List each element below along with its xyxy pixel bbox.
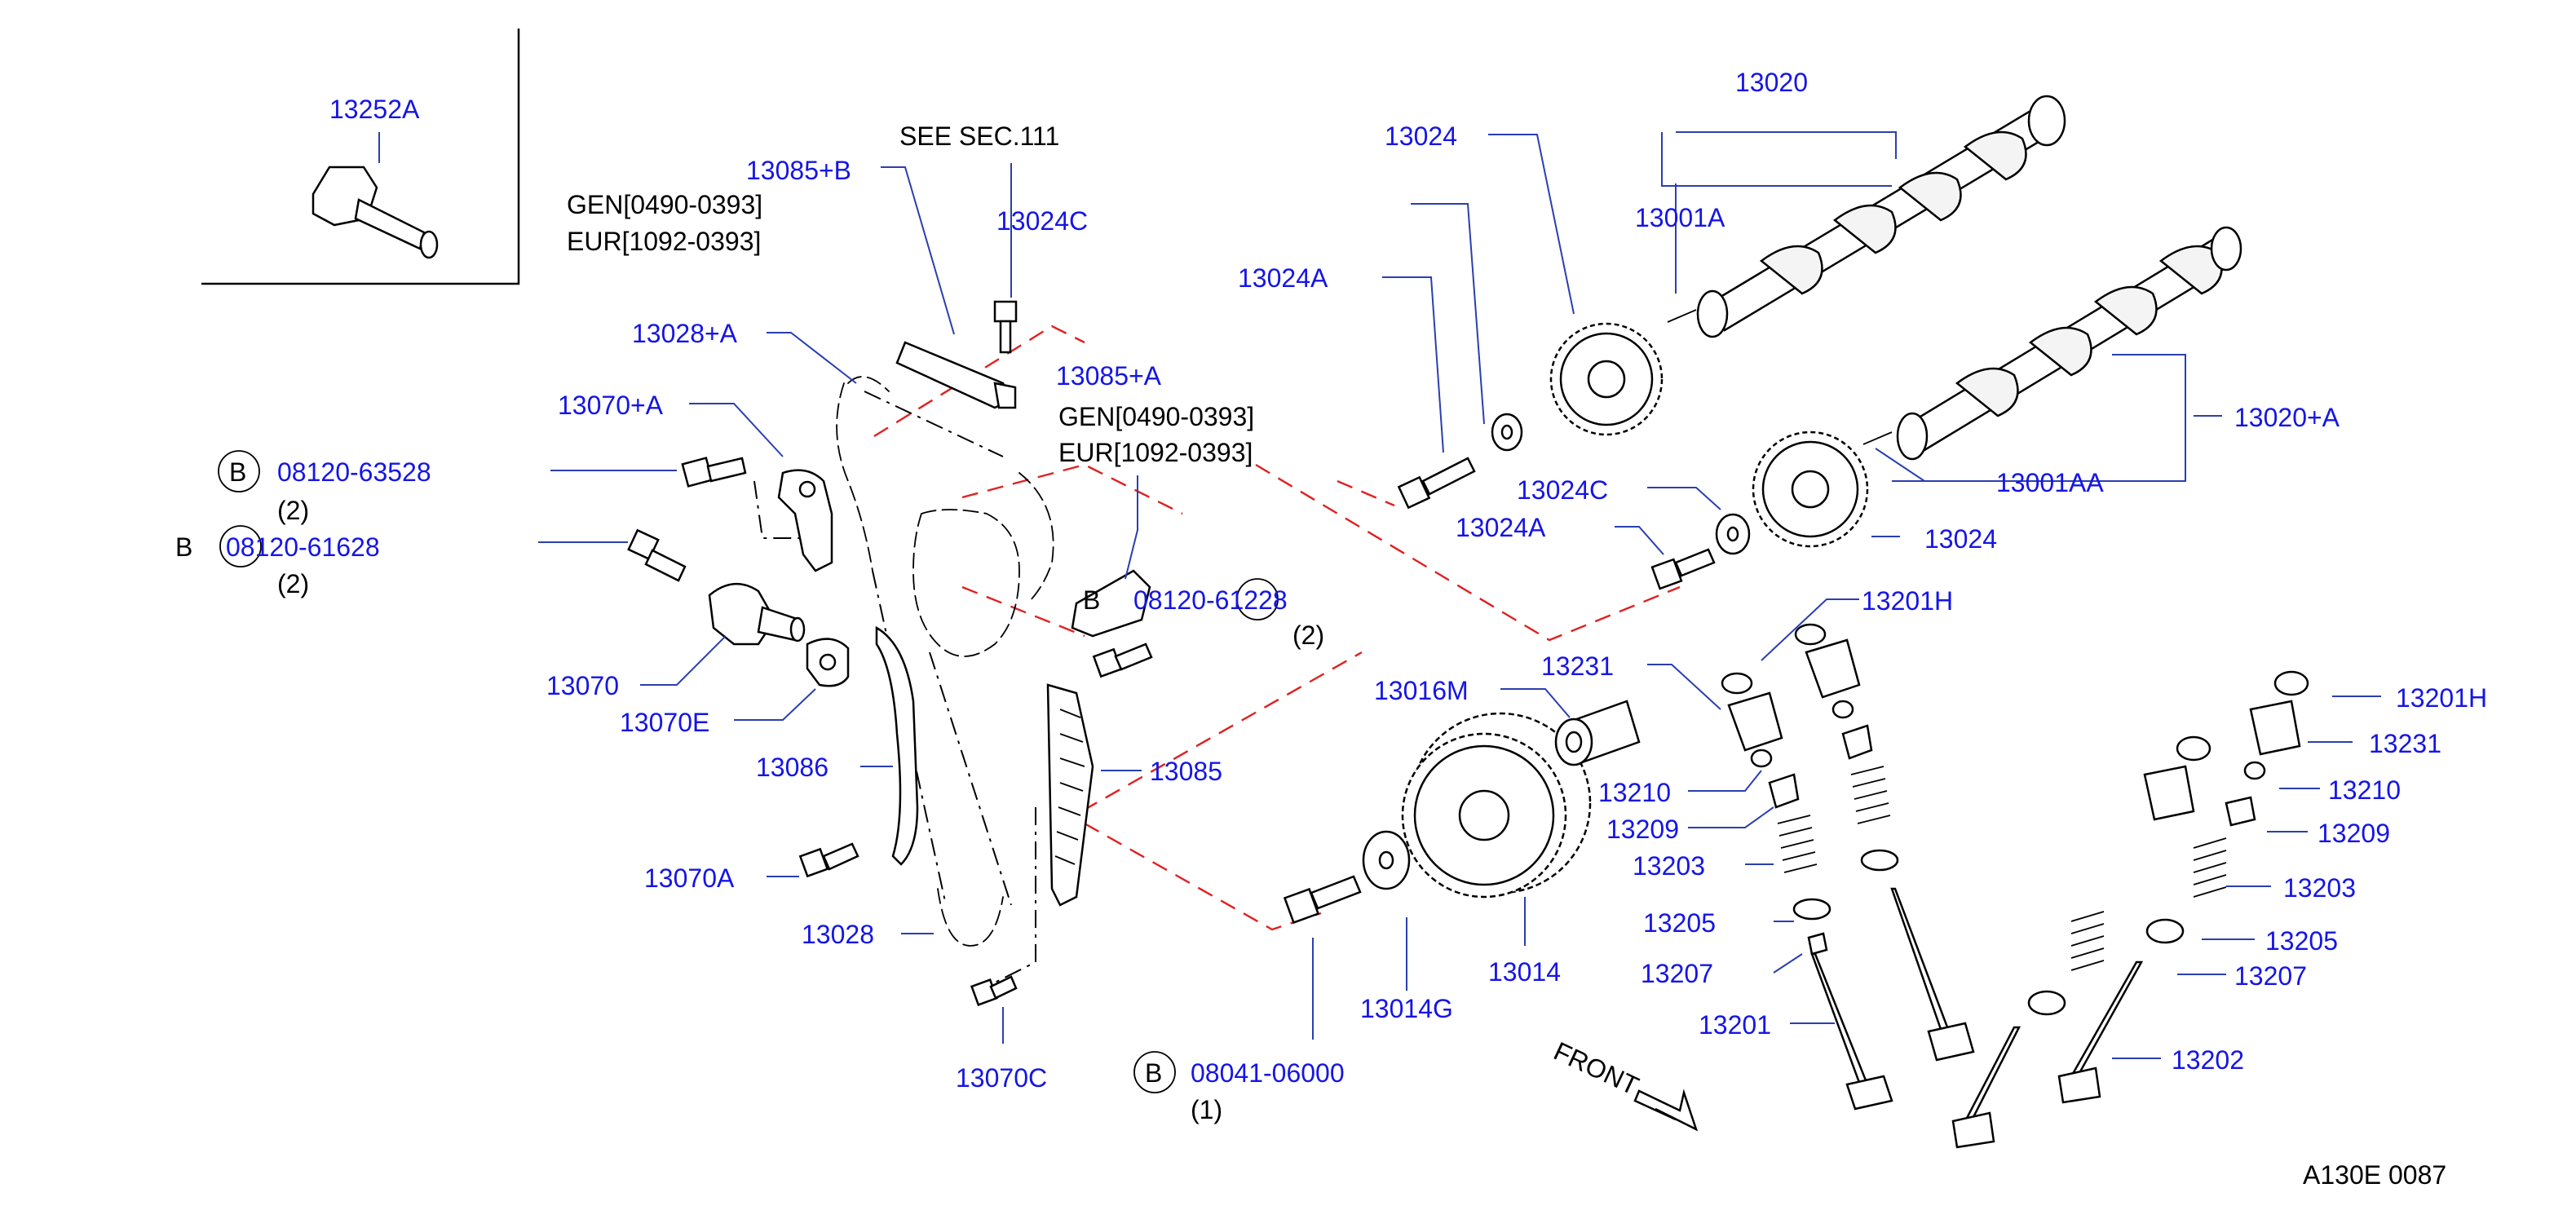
bolt-callout-08120-61628: B 08120-61628 (2) [175,525,380,598]
callout-13024A-mid: 13024A [1456,513,1546,542]
b-marker: B [1145,1058,1162,1088]
callout-13014G: 13014G [1360,994,1453,1023]
callout-13070E: 13070E [620,708,709,737]
callout-13028A: 13028+A [632,319,738,348]
b-marker: B [1083,585,1100,615]
chain-guide-13085B [895,341,1017,409]
sprocket-13024-mid [1752,431,1869,548]
bolt-08120-61228 [1092,643,1153,678]
bolt-13070C [970,975,1018,1006]
bolt-qty: (2) [277,569,309,598]
bolt-callout-08120-61228: B 08120-61228 (2) [1083,578,1324,650]
tensioner-13070 [708,582,806,646]
bolt-13024A-mid [1650,548,1716,590]
callout-13024-top: 13024 [1385,121,1457,151]
bolt-08120-61628 [627,528,687,582]
callout-13085B: 13085+B [746,156,851,185]
callout-13209-a: 13209 [1606,815,1679,844]
gen-range-note-1: GEN[0490-0393] [567,190,762,219]
callout-13252A: 13252A [329,95,420,124]
bolt-08041-06000 [1283,875,1362,925]
callout-13086: 13086 [756,753,828,782]
washer-13024A-top [1491,413,1523,452]
callout-13085A: 13085+A [1056,361,1162,391]
callout-13085: 13085 [1150,757,1222,786]
callout-13201H-a: 13201H [1862,586,1953,616]
bolt-callout-08120-63528: B 08120-63528 (2) [218,450,431,525]
callout-13024A-top: 13024A [1238,263,1328,293]
camshaft-13020A [1862,226,2242,461]
callout-13207-b: 13207 [2234,961,2307,991]
front-arrow [1633,1089,1699,1132]
inset-frame [201,29,520,285]
callout-13001A: 13001A [1635,203,1725,232]
callout-13001AA: 13001AA [1996,468,2104,497]
callout-13028: 13028 [802,920,874,949]
gasket-13070E [806,638,850,687]
gen-range-note-2: GEN[0490-0393] [1058,402,1254,431]
valve-train-b [1951,670,2309,1149]
callout-13207-a: 13207 [1641,959,1713,988]
callout-13203-a: 13203 [1633,851,1705,881]
callout-13203-b: 13203 [2283,873,2356,903]
callout-13202: 13202 [2172,1045,2244,1075]
camshaft-13020 [1667,95,2066,338]
bolt-number: 08120-61228 [1133,585,1288,615]
washer-13024C-mid [1715,513,1751,555]
bolt-13024A-top [1397,457,1476,510]
callout-13070: 13070 [546,671,619,700]
callout-13070C: 13070C [956,1063,1047,1093]
callout-13209-b: 13209 [2318,819,2390,848]
callout-13020A: 13020+A [2234,403,2340,432]
see-section-note: SEE SEC.111 [899,121,1059,151]
callout-13205-b: 13205 [2265,926,2338,956]
tensioner-bracket-13070A [777,469,833,572]
crank-sprocket-13014 [1401,712,1592,899]
bolt-qty: (2) [1292,620,1324,650]
eur-range-note-1: EUR[1092-0393] [567,227,761,256]
b-marker: B [229,457,246,487]
bolt-qty: (1) [1191,1095,1222,1124]
callout-13070A-plus: 13070+A [558,391,664,420]
washer-13014G [1362,830,1411,890]
bolt-13024C-top [993,300,1018,354]
bolt-number: 08120-61628 [226,532,380,562]
callout-13231-a: 13231 [1541,651,1614,681]
bolt-08120-63528 [681,457,747,488]
callout-13014: 13014 [1488,957,1561,987]
bolt-qty: (2) [277,496,309,525]
callout-13070A: 13070A [644,863,735,893]
sprocket-13024-top [1549,322,1664,436]
eur-range-note-2: EUR[1092-0393] [1058,438,1253,467]
callout-13016M: 13016M [1374,676,1469,705]
chain-guide-13085 [1046,683,1094,907]
timing-chain-13028A [836,376,1054,604]
timing-chain-13028 [912,509,1020,947]
bolt-callout-08041-06000: B 08041-06000 (1) [1133,1051,1345,1124]
front-label: FRONT [1549,1036,1643,1101]
chain-path-centerlines [753,391,1036,987]
figure-code: A130E 0087 [2303,1160,2446,1190]
chain-guide-13085A [1071,569,1151,638]
callout-13020: 13020 [1735,68,1808,97]
valve-train-a [1721,623,1975,1111]
callout-13024C-top: 13024C [996,206,1088,236]
bolt-number: 08041-06000 [1191,1058,1345,1088]
callout-13205-a: 13205 [1643,908,1716,938]
bolt-13070A [798,842,859,878]
callout-13024C-mid: 13024C [1517,475,1608,505]
callout-13210-b: 13210 [2328,775,2401,805]
callout-13231-b: 13231 [2369,729,2441,758]
bolt-number: 08120-63528 [277,457,431,487]
leader-lines [538,131,2381,1059]
callout-13210-a: 13210 [1598,778,1671,807]
bushing-13016M [1554,700,1641,766]
callout-13201H-b: 13201H [2396,683,2487,713]
plug-13252A [312,132,439,259]
callout-13024-mid: 13024 [1924,524,1997,554]
b-marker: B [175,532,192,562]
callout-13201: 13201 [1699,1010,1771,1040]
chain-guide-13086 [875,625,919,866]
